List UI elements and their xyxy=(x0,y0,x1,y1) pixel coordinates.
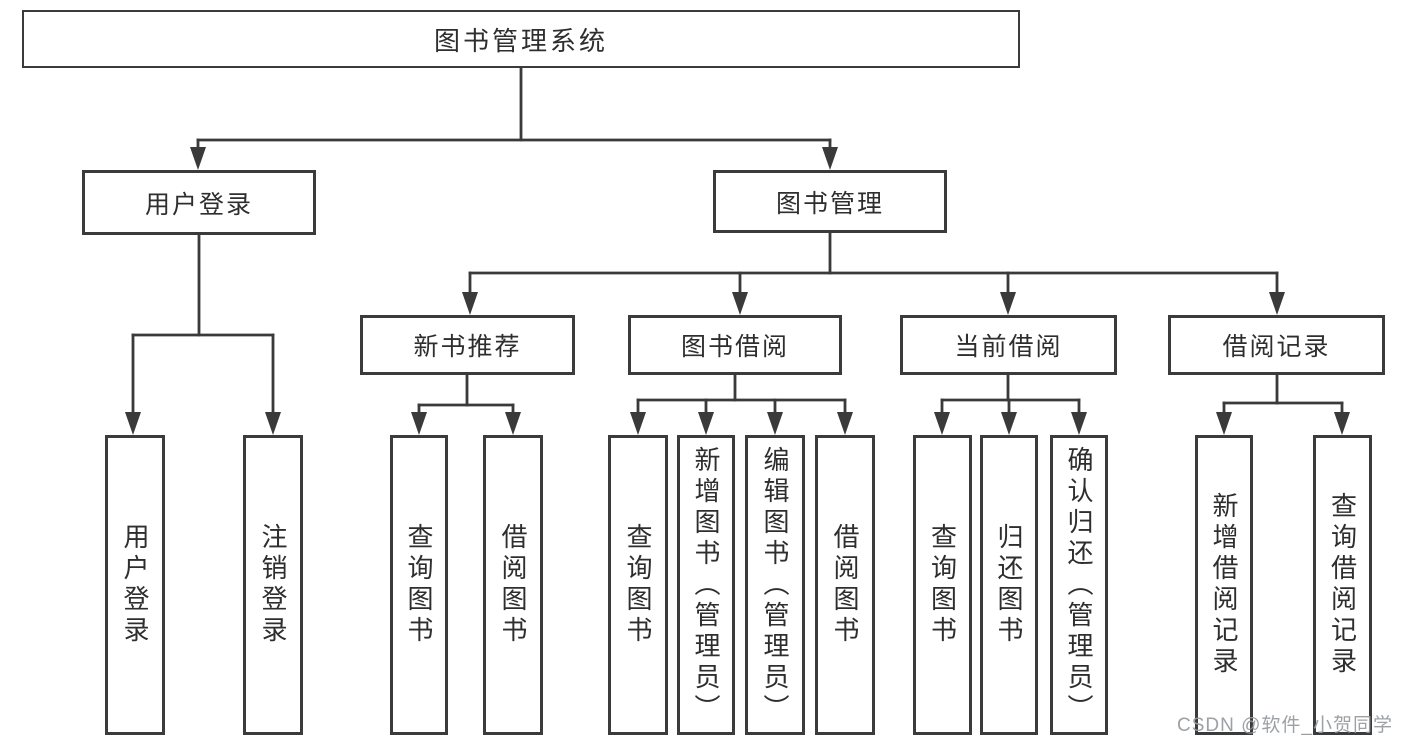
node-book-borrow: 图书借阅 xyxy=(628,315,842,375)
leaf-bb-borrow-books: 借阅图书 xyxy=(815,435,875,735)
leaf-br-add-record: 新增借阅记录 xyxy=(1195,435,1253,735)
leaf-label: 查询借阅记录 xyxy=(1327,492,1358,678)
leaf-label: 确认归还（管理员） xyxy=(1064,445,1094,725)
leaf-nb-query-books: 查询图书 xyxy=(390,435,448,735)
node-user-login: 用户登录 xyxy=(82,170,316,235)
leaf-label: 查询图书 xyxy=(404,523,434,647)
node-new-book-recommend: 新书推荐 xyxy=(360,315,575,375)
arrowhead-icons xyxy=(125,147,1350,435)
leaf-label: 归还图书 xyxy=(994,523,1024,647)
leaf-cb-confirm-return-admin: 确认归还（管理员） xyxy=(1050,435,1108,735)
node-root: 图书管理系统 xyxy=(22,10,1020,68)
leaf-label: 借阅图书 xyxy=(830,523,860,647)
leaf-label: 注销登录 xyxy=(258,523,288,647)
leaf-label: 新增借阅记录 xyxy=(1209,492,1239,678)
leaf-logout: 注销登录 xyxy=(243,435,303,735)
leaf-bb-query-books: 查询图书 xyxy=(608,435,668,735)
leaf-label: 用户登录 xyxy=(120,523,150,647)
node-current-borrow: 当前借阅 xyxy=(900,315,1117,375)
leaf-label: 编辑图书（管理员） xyxy=(760,445,790,725)
node-borrow-records: 借阅记录 xyxy=(1168,315,1385,375)
leaf-cb-query-books: 查询图书 xyxy=(913,435,972,735)
leaf-label: 查询图书 xyxy=(927,523,958,647)
leaf-cb-return-books: 归还图书 xyxy=(980,435,1038,735)
leaf-bb-edit-books-admin: 编辑图书（管理员） xyxy=(745,435,805,735)
leaf-br-query-record: 查询借阅记录 xyxy=(1313,435,1372,735)
leaf-nb-borrow-books: 借阅图书 xyxy=(483,435,543,735)
leaf-label: 新增图书（管理员） xyxy=(691,445,721,725)
leaf-user-login: 用户登录 xyxy=(105,435,165,735)
leaf-bb-add-books-admin: 新增图书（管理员） xyxy=(677,435,735,735)
leaf-label: 查询图书 xyxy=(623,523,653,647)
node-book-management: 图书管理 xyxy=(713,170,947,233)
leaf-label: 借阅图书 xyxy=(498,523,528,647)
